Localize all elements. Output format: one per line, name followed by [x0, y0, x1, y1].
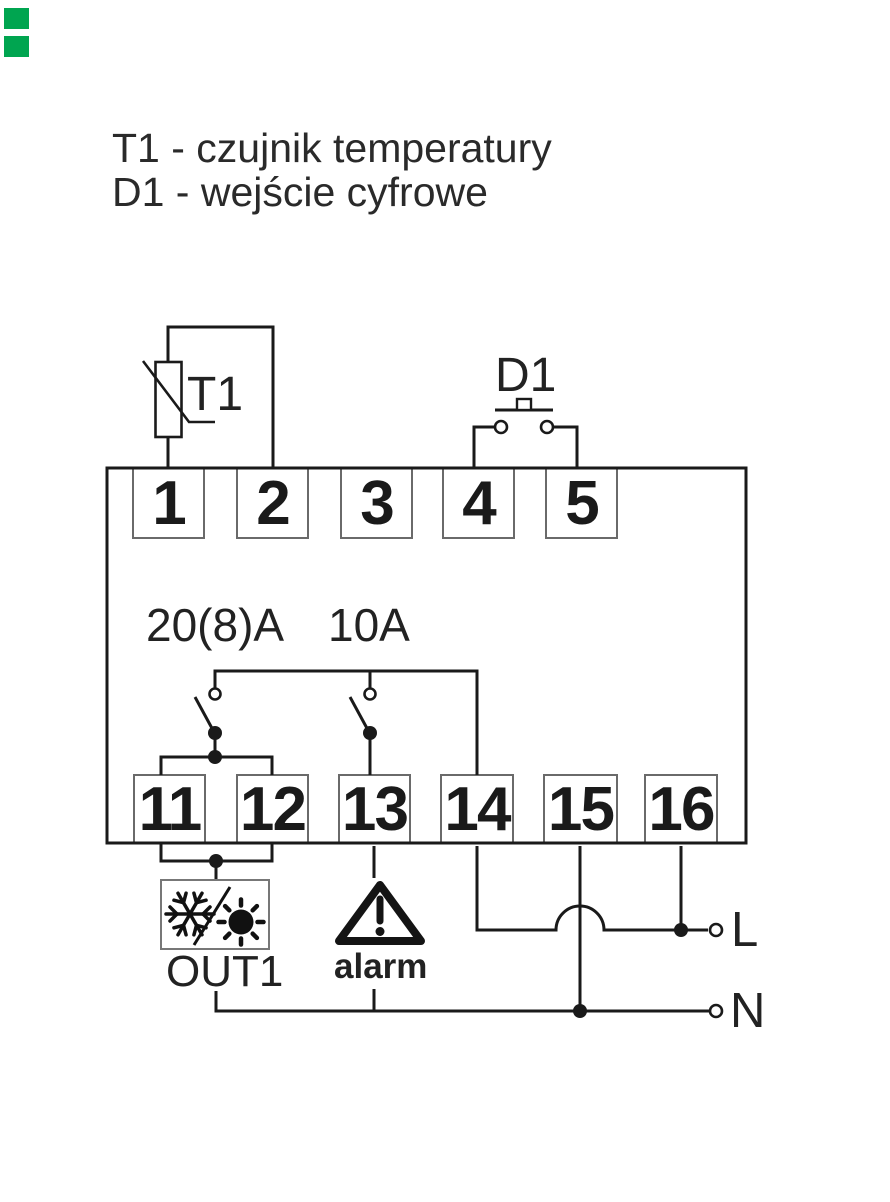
neutral-label: N: [730, 984, 766, 1038]
neutral-terminal-circle: [708, 1003, 724, 1019]
relay-main-rating: 20(8)A: [146, 599, 285, 651]
live-terminal-circle: [708, 922, 724, 938]
terminal-11: 11: [138, 774, 203, 844]
mode-slash-icon: [192, 886, 232, 946]
corner-mark-green-1: [4, 8, 29, 29]
terminal-2: 2: [256, 468, 290, 538]
relay-switch-1-blade: [193, 696, 216, 733]
terminal-5: 5: [565, 468, 599, 538]
terminal-13: 13: [341, 774, 409, 844]
legend-line-sensor: T1 - czujnik temperatury: [112, 125, 552, 171]
digital-input-label: D1: [495, 349, 557, 402]
alarm-branch: [335, 846, 425, 1011]
output-load-wire: [159, 843, 709, 1013]
sun-icon: [219, 900, 264, 945]
relay-contacts: [159, 669, 479, 775]
terminal-14: 14: [444, 774, 511, 844]
relay-bus-wire: [213, 669, 479, 775]
sensor-label: T1: [187, 368, 244, 421]
terminal-1: 1: [152, 468, 186, 538]
relay-switch-2-blade: [348, 696, 371, 733]
top-terminal-cells: [132, 467, 618, 539]
alarm-label: alarm: [334, 947, 428, 986]
terminal-15: 15: [547, 774, 615, 844]
terminal-16: 16: [648, 774, 715, 844]
bottom-terminal-cells: [133, 774, 718, 844]
relay-alarm-rating: 10A: [328, 599, 410, 651]
thermistor-icon: [141, 325, 275, 468]
mains-wiring: [475, 846, 724, 1019]
alarm-triangle-icon: [335, 881, 425, 945]
corner-mark-green-2: [4, 36, 29, 57]
out1-icon-box: [160, 879, 270, 950]
output-label: OUT1: [166, 947, 284, 996]
live-feed-wire: [475, 846, 708, 932]
legend-line-digital-input: D1 - wejście cyfrowe: [112, 169, 488, 215]
push-button-icon: [472, 397, 579, 468]
terminal-4: 4: [462, 468, 496, 538]
terminal-12: 12: [239, 774, 307, 844]
terminal-3: 3: [360, 468, 394, 538]
enclosure-outline: [105, 466, 748, 845]
terminal-bridge-11-12-top: [159, 755, 274, 775]
live-label: L: [731, 903, 759, 957]
neutral-return-wire: [214, 991, 709, 1013]
